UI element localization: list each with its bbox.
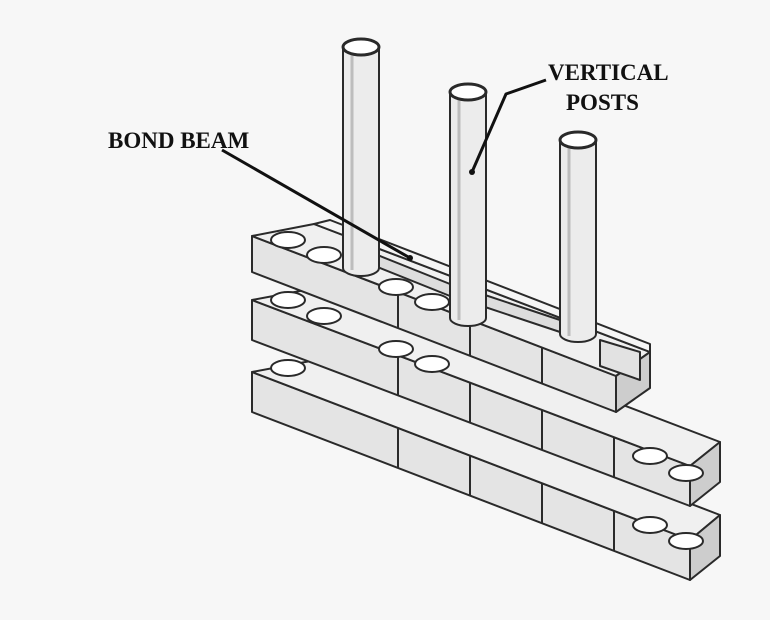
vertical-post-right bbox=[558, 130, 598, 343]
label-bond-beam: BOND BEAM bbox=[108, 128, 249, 153]
vertical-post-left bbox=[341, 37, 381, 277]
label-vertical-posts-line1: VERTICAL bbox=[548, 60, 669, 85]
label-vertical-posts-line2: POSTS bbox=[566, 90, 639, 115]
leader-bond-beam bbox=[221, 148, 413, 261]
vertical-post-center bbox=[448, 82, 488, 327]
block-course-bottom bbox=[251, 359, 721, 581]
block-course-middle bbox=[251, 287, 721, 507]
leader-vertical-posts bbox=[469, 78, 547, 175]
